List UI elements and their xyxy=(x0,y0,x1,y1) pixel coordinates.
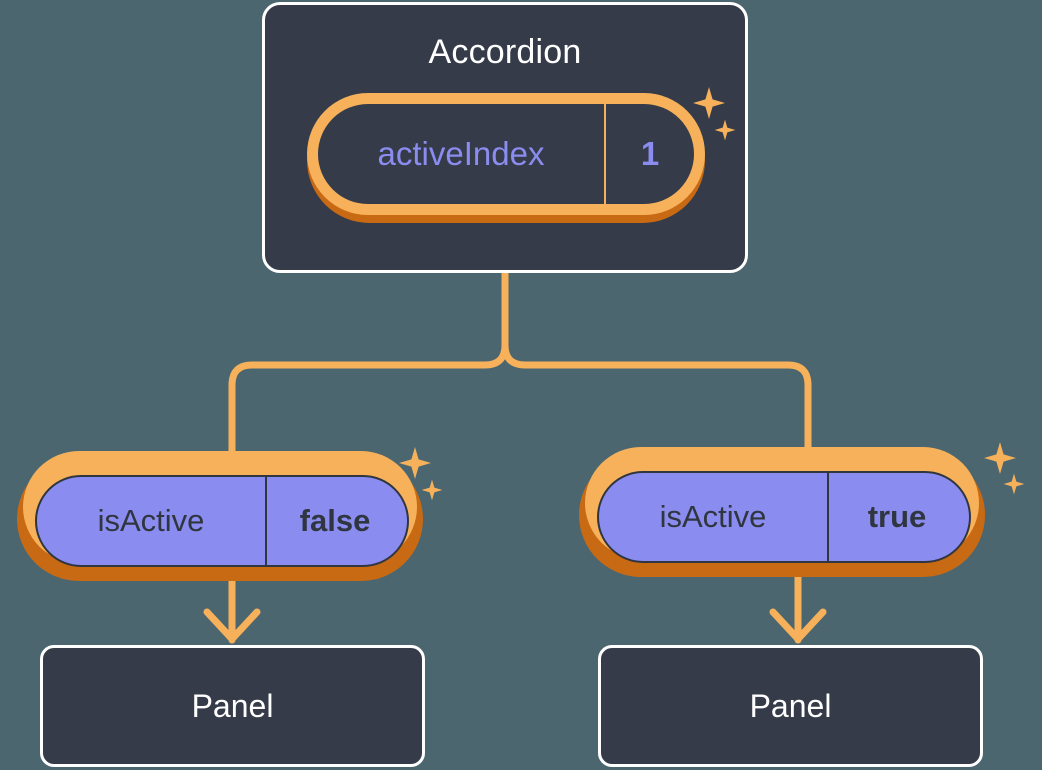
right-prop-key: isActive xyxy=(659,499,767,534)
accordion-state-value: 1 xyxy=(604,104,694,204)
accordion-state-key: activeIndex xyxy=(377,135,545,172)
right-panel-card[interactable]: Panel xyxy=(598,645,983,767)
sparkle-icon xyxy=(1003,473,1025,495)
right-panel-title: Panel xyxy=(749,687,832,724)
accordion-card-title: Accordion xyxy=(428,33,582,71)
sparkle-icon xyxy=(421,479,443,501)
left-prop-pill[interactable]: isActive false xyxy=(35,475,409,567)
left-prop-key: isActive xyxy=(97,503,205,538)
right-prop-value: true xyxy=(827,473,965,561)
accordion-state-pill[interactable]: activeIndex 1 xyxy=(318,104,694,204)
sparkle-icon xyxy=(983,441,1017,475)
left-panel-card[interactable]: Panel xyxy=(40,645,425,767)
right-prop-pill[interactable]: isActive true xyxy=(597,471,971,563)
left-prop-value: false xyxy=(265,477,403,565)
left-panel-title: Panel xyxy=(191,687,274,724)
